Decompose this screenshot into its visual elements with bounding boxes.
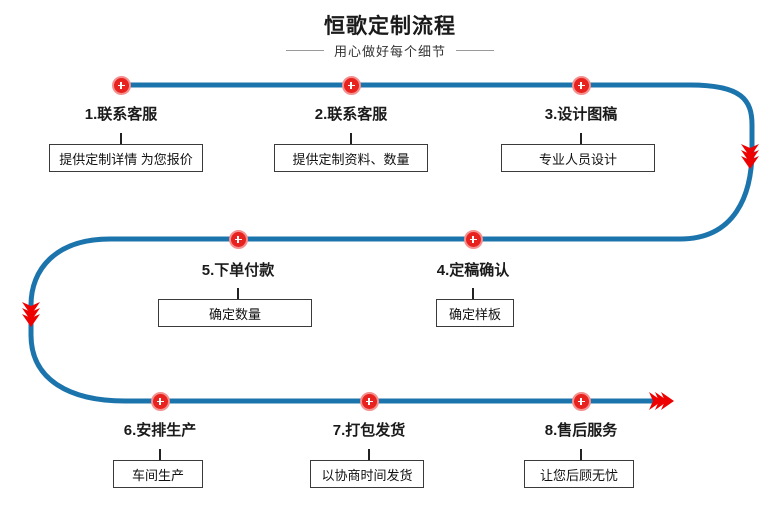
step-node-7[interactable] bbox=[359, 391, 379, 411]
plus-icon bbox=[365, 397, 373, 405]
step-desc-box-2: 提供定制资料、数量 bbox=[274, 144, 428, 172]
plus-icon bbox=[347, 81, 355, 89]
step-connector-1 bbox=[120, 133, 122, 145]
step-node-5[interactable] bbox=[228, 229, 248, 249]
step-desc-box-5: 确定数量 bbox=[158, 299, 312, 327]
step-node-6[interactable] bbox=[150, 391, 170, 411]
plus-icon bbox=[234, 235, 242, 243]
plus-icon bbox=[156, 397, 164, 405]
subtitle-rule-left bbox=[285, 50, 324, 51]
step-desc-box-3: 专业人员设计 bbox=[501, 144, 655, 172]
step-label-3: 3.设计图稿 bbox=[544, 106, 618, 123]
step-desc-box-1: 提供定制详情 为您报价 bbox=[49, 144, 203, 172]
plus-icon bbox=[577, 81, 585, 89]
step-node-3[interactable] bbox=[571, 75, 591, 95]
step-node-1[interactable] bbox=[111, 75, 131, 95]
step-label-1: 1.联系客服 bbox=[84, 106, 158, 123]
step-label-6: 6.安排生产 bbox=[123, 422, 197, 439]
step-connector-8 bbox=[580, 449, 582, 461]
plus-icon bbox=[469, 235, 477, 243]
plus-icon bbox=[117, 81, 125, 89]
flow-line bbox=[28, 82, 755, 404]
step-node-8[interactable] bbox=[571, 391, 591, 411]
subtitle-rule-right bbox=[456, 50, 494, 51]
step-label-2: 2.联系客服 bbox=[314, 106, 388, 123]
step-node-4[interactable] bbox=[463, 229, 483, 249]
step-connector-2 bbox=[350, 133, 352, 145]
step-connector-3 bbox=[580, 133, 582, 145]
step-node-2[interactable] bbox=[341, 75, 361, 95]
step-desc-box-6: 车间生产 bbox=[113, 460, 203, 488]
step-connector-5 bbox=[237, 288, 239, 300]
page-title: 恒歌定制流程 bbox=[324, 15, 456, 38]
step-label-5: 5.下单付款 bbox=[201, 262, 275, 279]
page-subtitle: 用心做好每个细节 bbox=[333, 44, 446, 59]
step-connector-4 bbox=[472, 288, 474, 300]
subtitle-group: 用心做好每个细节 bbox=[0, 41, 780, 60]
plus-icon bbox=[577, 397, 585, 405]
step-desc-box-8: 让您后顾无忧 bbox=[524, 460, 634, 488]
step-connector-7 bbox=[368, 449, 370, 461]
arrow-right-turn bbox=[741, 144, 759, 169]
step-label-7: 7.打包发货 bbox=[332, 422, 406, 439]
arrow-end bbox=[649, 392, 674, 410]
step-label-8: 8.售后服务 bbox=[544, 422, 618, 439]
step-desc-box-4: 确定样板 bbox=[436, 299, 514, 327]
step-connector-6 bbox=[159, 449, 161, 461]
step-desc-box-7: 以协商时间发货 bbox=[310, 460, 424, 488]
arrow-left-turn bbox=[22, 302, 40, 327]
step-label-4: 4.定稿确认 bbox=[436, 262, 510, 279]
